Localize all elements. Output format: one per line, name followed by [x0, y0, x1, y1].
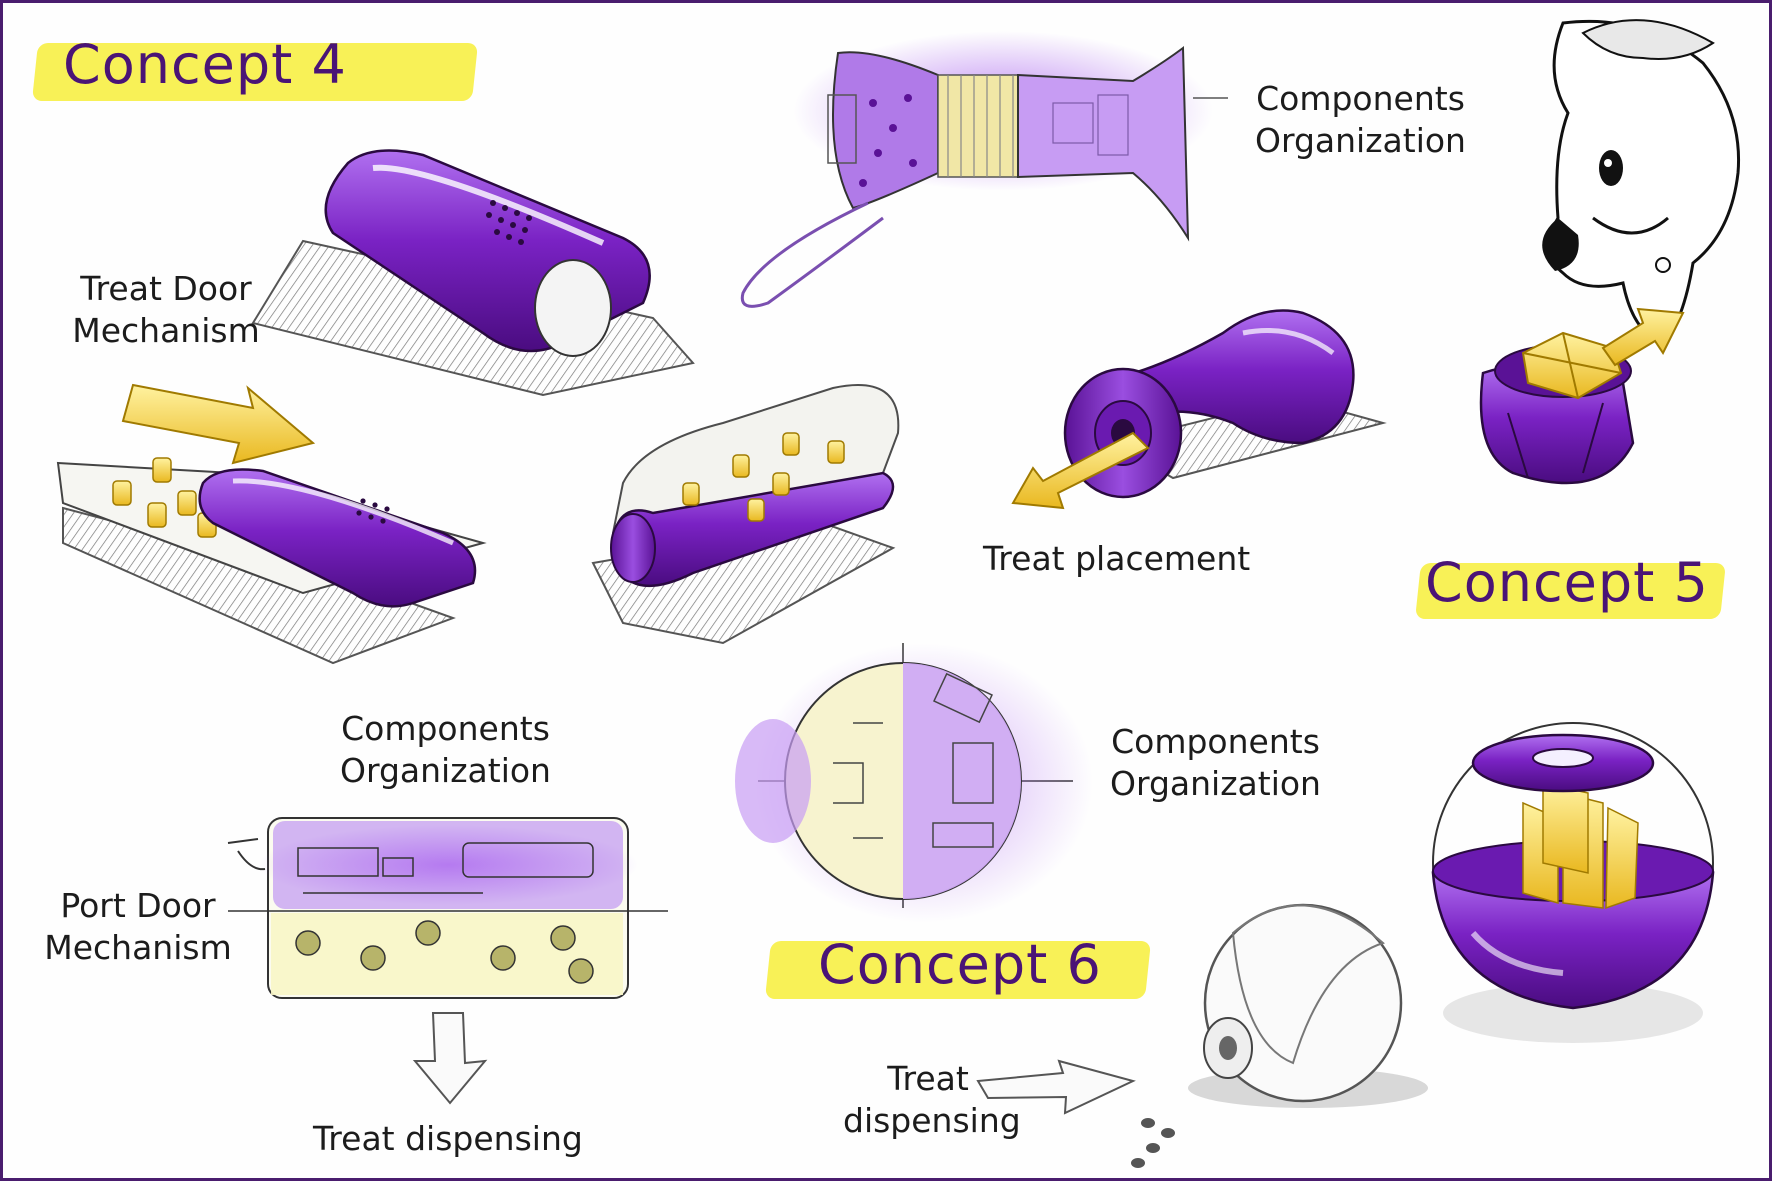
label-components-organization-c4: Components Organization [340, 709, 551, 791]
label-treat-placement: Treat placement [983, 539, 1251, 578]
label-port-door-mechanism: Port Door Mechanism [44, 886, 232, 968]
concept4-transparent-capsule [591, 384, 900, 645]
concept5-dog-cartoon [1542, 19, 1741, 345]
concept4-open-capsule [56, 457, 487, 665]
sketch-artwork [56, 19, 1741, 1168]
label-treat-dispensing-c4: Treat dispensing [313, 1119, 583, 1158]
concept4-components-schematic [227, 817, 668, 999]
concept5-hourglass-toy [1063, 309, 1387, 499]
concept5-treat-top [1479, 331, 1635, 485]
label-components-organization-c6: Components Organization [1110, 722, 1321, 804]
arrow-treat-placement [1011, 431, 1150, 510]
arrow-treat-door [121, 383, 316, 465]
concept6-purple-ball [1431, 722, 1715, 1043]
arrow-treat-up [1601, 307, 1685, 367]
concept4-closed-capsule [251, 149, 695, 397]
concept6-wire-sphere [1131, 903, 1428, 1168]
concept5-title: Concept 5 [1425, 551, 1709, 614]
label-treat-dispensing-c6: Treat dispensing [843, 1059, 1021, 1141]
arrow-treat-dispensing-down [412, 1012, 488, 1105]
arrow-treat-dispensing-right [976, 1059, 1136, 1115]
concept6-title: Concept 6 [818, 933, 1102, 996]
concept4-title: Concept 4 [63, 33, 347, 96]
concept5-components-organization [740, 31, 1228, 308]
label-components-organization-top: Components Organization [1255, 79, 1466, 161]
concept6-sphere-section [735, 643, 1093, 923]
label-treat-door-mechanism: Treat Door Mechanism [72, 269, 260, 351]
